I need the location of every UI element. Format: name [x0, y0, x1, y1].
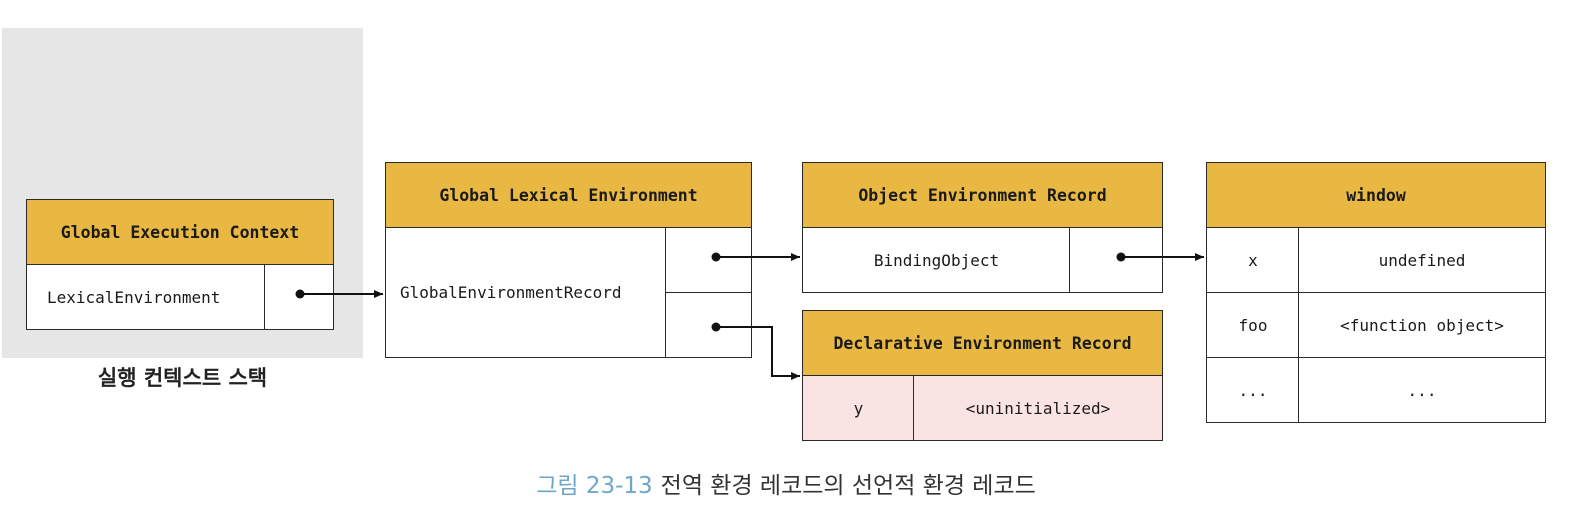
object-record-pointer-cell — [665, 227, 752, 294]
arrow-global-env-to-object-record — [711, 252, 800, 262]
window-row-value: undefined — [1298, 227, 1546, 293]
figure-caption-text: 전역 환경 레코드의 선언적 환경 레코드 — [660, 473, 1036, 499]
arrow-binding-object-to-window — [1116, 252, 1204, 262]
declarative-row-value: <uninitialized> — [913, 375, 1163, 441]
window-row-key: x — [1206, 227, 1300, 293]
arrow-global-env-to-declarative-record — [711, 322, 800, 380]
global-environment-record-field: GlobalEnvironmentRecord — [385, 227, 667, 358]
figure-number: 그림 23-13 — [536, 473, 653, 499]
declarative-record-pointer-cell — [665, 292, 752, 358]
execution-context-stack-label: 실행 컨텍스트 스택 — [97, 366, 268, 390]
window-row-value: ... — [1298, 357, 1546, 423]
binding-object-pointer-cell — [1069, 227, 1163, 293]
window-row-key: ... — [1206, 357, 1300, 423]
binding-object-field: BindingObject — [802, 227, 1071, 293]
window-row-value: <function object> — [1298, 292, 1546, 358]
figure-caption: 그림 23-13 전역 환경 레코드의 선언적 환경 레코드 — [0, 466, 1572, 500]
global-execution-context-header: Global Execution Context — [26, 199, 334, 265]
window-row-key: foo — [1206, 292, 1300, 358]
arrow-lexical-to-global-env — [295, 289, 383, 299]
declarative-environment-record-header: Declarative Environment Record — [802, 310, 1163, 376]
window-header: window — [1206, 162, 1546, 228]
declarative-row-key: y — [802, 375, 915, 441]
